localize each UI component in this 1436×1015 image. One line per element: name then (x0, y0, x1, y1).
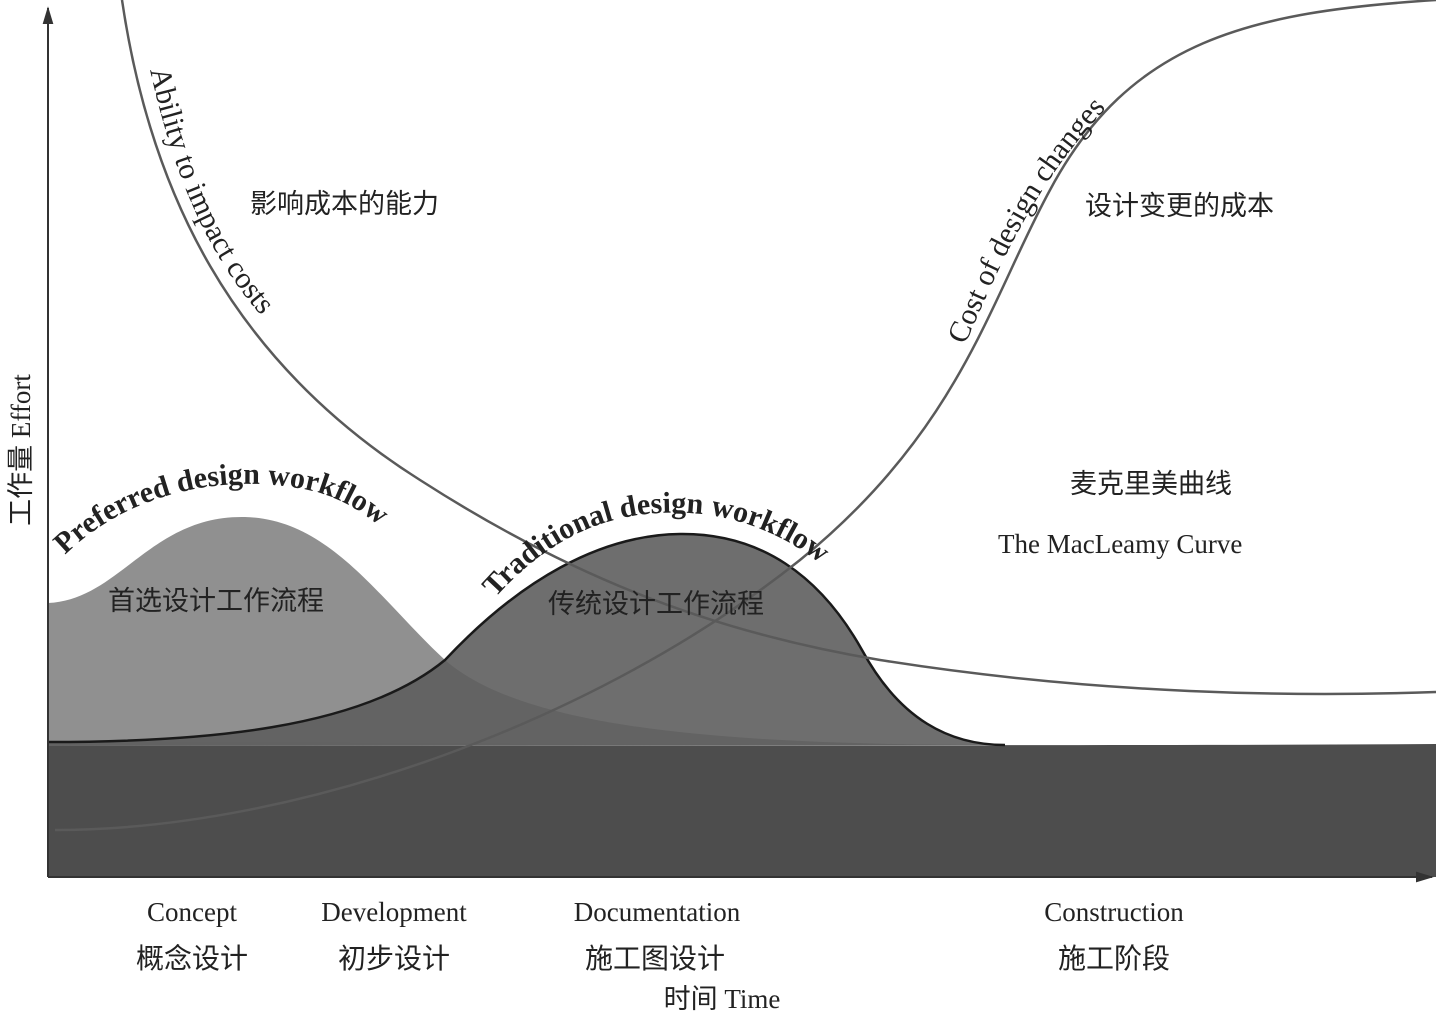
preferred-label-zh: 首选设计工作流程 (108, 586, 324, 617)
phase-development-zh: 初步设计 (338, 942, 450, 975)
phase-concept-zh: 概念设计 (136, 942, 248, 975)
preferred-workflow-area (48, 516, 1000, 746)
phase-construction-en: Construction (1044, 897, 1184, 927)
phase-construction-zh: 施工阶段 (1058, 942, 1170, 975)
ability-to-impact-costs-curve (120, 0, 1436, 696)
y-axis-label: 工作量 Effort (6, 374, 36, 526)
phase-concept-en: Concept (147, 897, 237, 927)
cost-label-zh: 设计变更的成本 (1085, 191, 1274, 222)
traditional-workflow-outline (47, 532, 1006, 747)
phase-development-en: Development (321, 897, 467, 927)
x-axis-label: 时间 Time (664, 984, 781, 1014)
title-zh: 麦克里美曲线 (1070, 469, 1232, 500)
phase-documentation-zh: 施工图设计 (585, 942, 725, 975)
ability-label-zh: 影响成本的能力 (250, 189, 439, 220)
title-en: The MacLeamy Curve (998, 529, 1242, 559)
cost-of-design-changes-curve (54, 0, 1436, 832)
phase-documentation-en: Documentation (574, 897, 741, 927)
traditional-label-zh: 传统设计工作流程 (548, 589, 764, 620)
base-effort-band (48, 741, 1436, 877)
